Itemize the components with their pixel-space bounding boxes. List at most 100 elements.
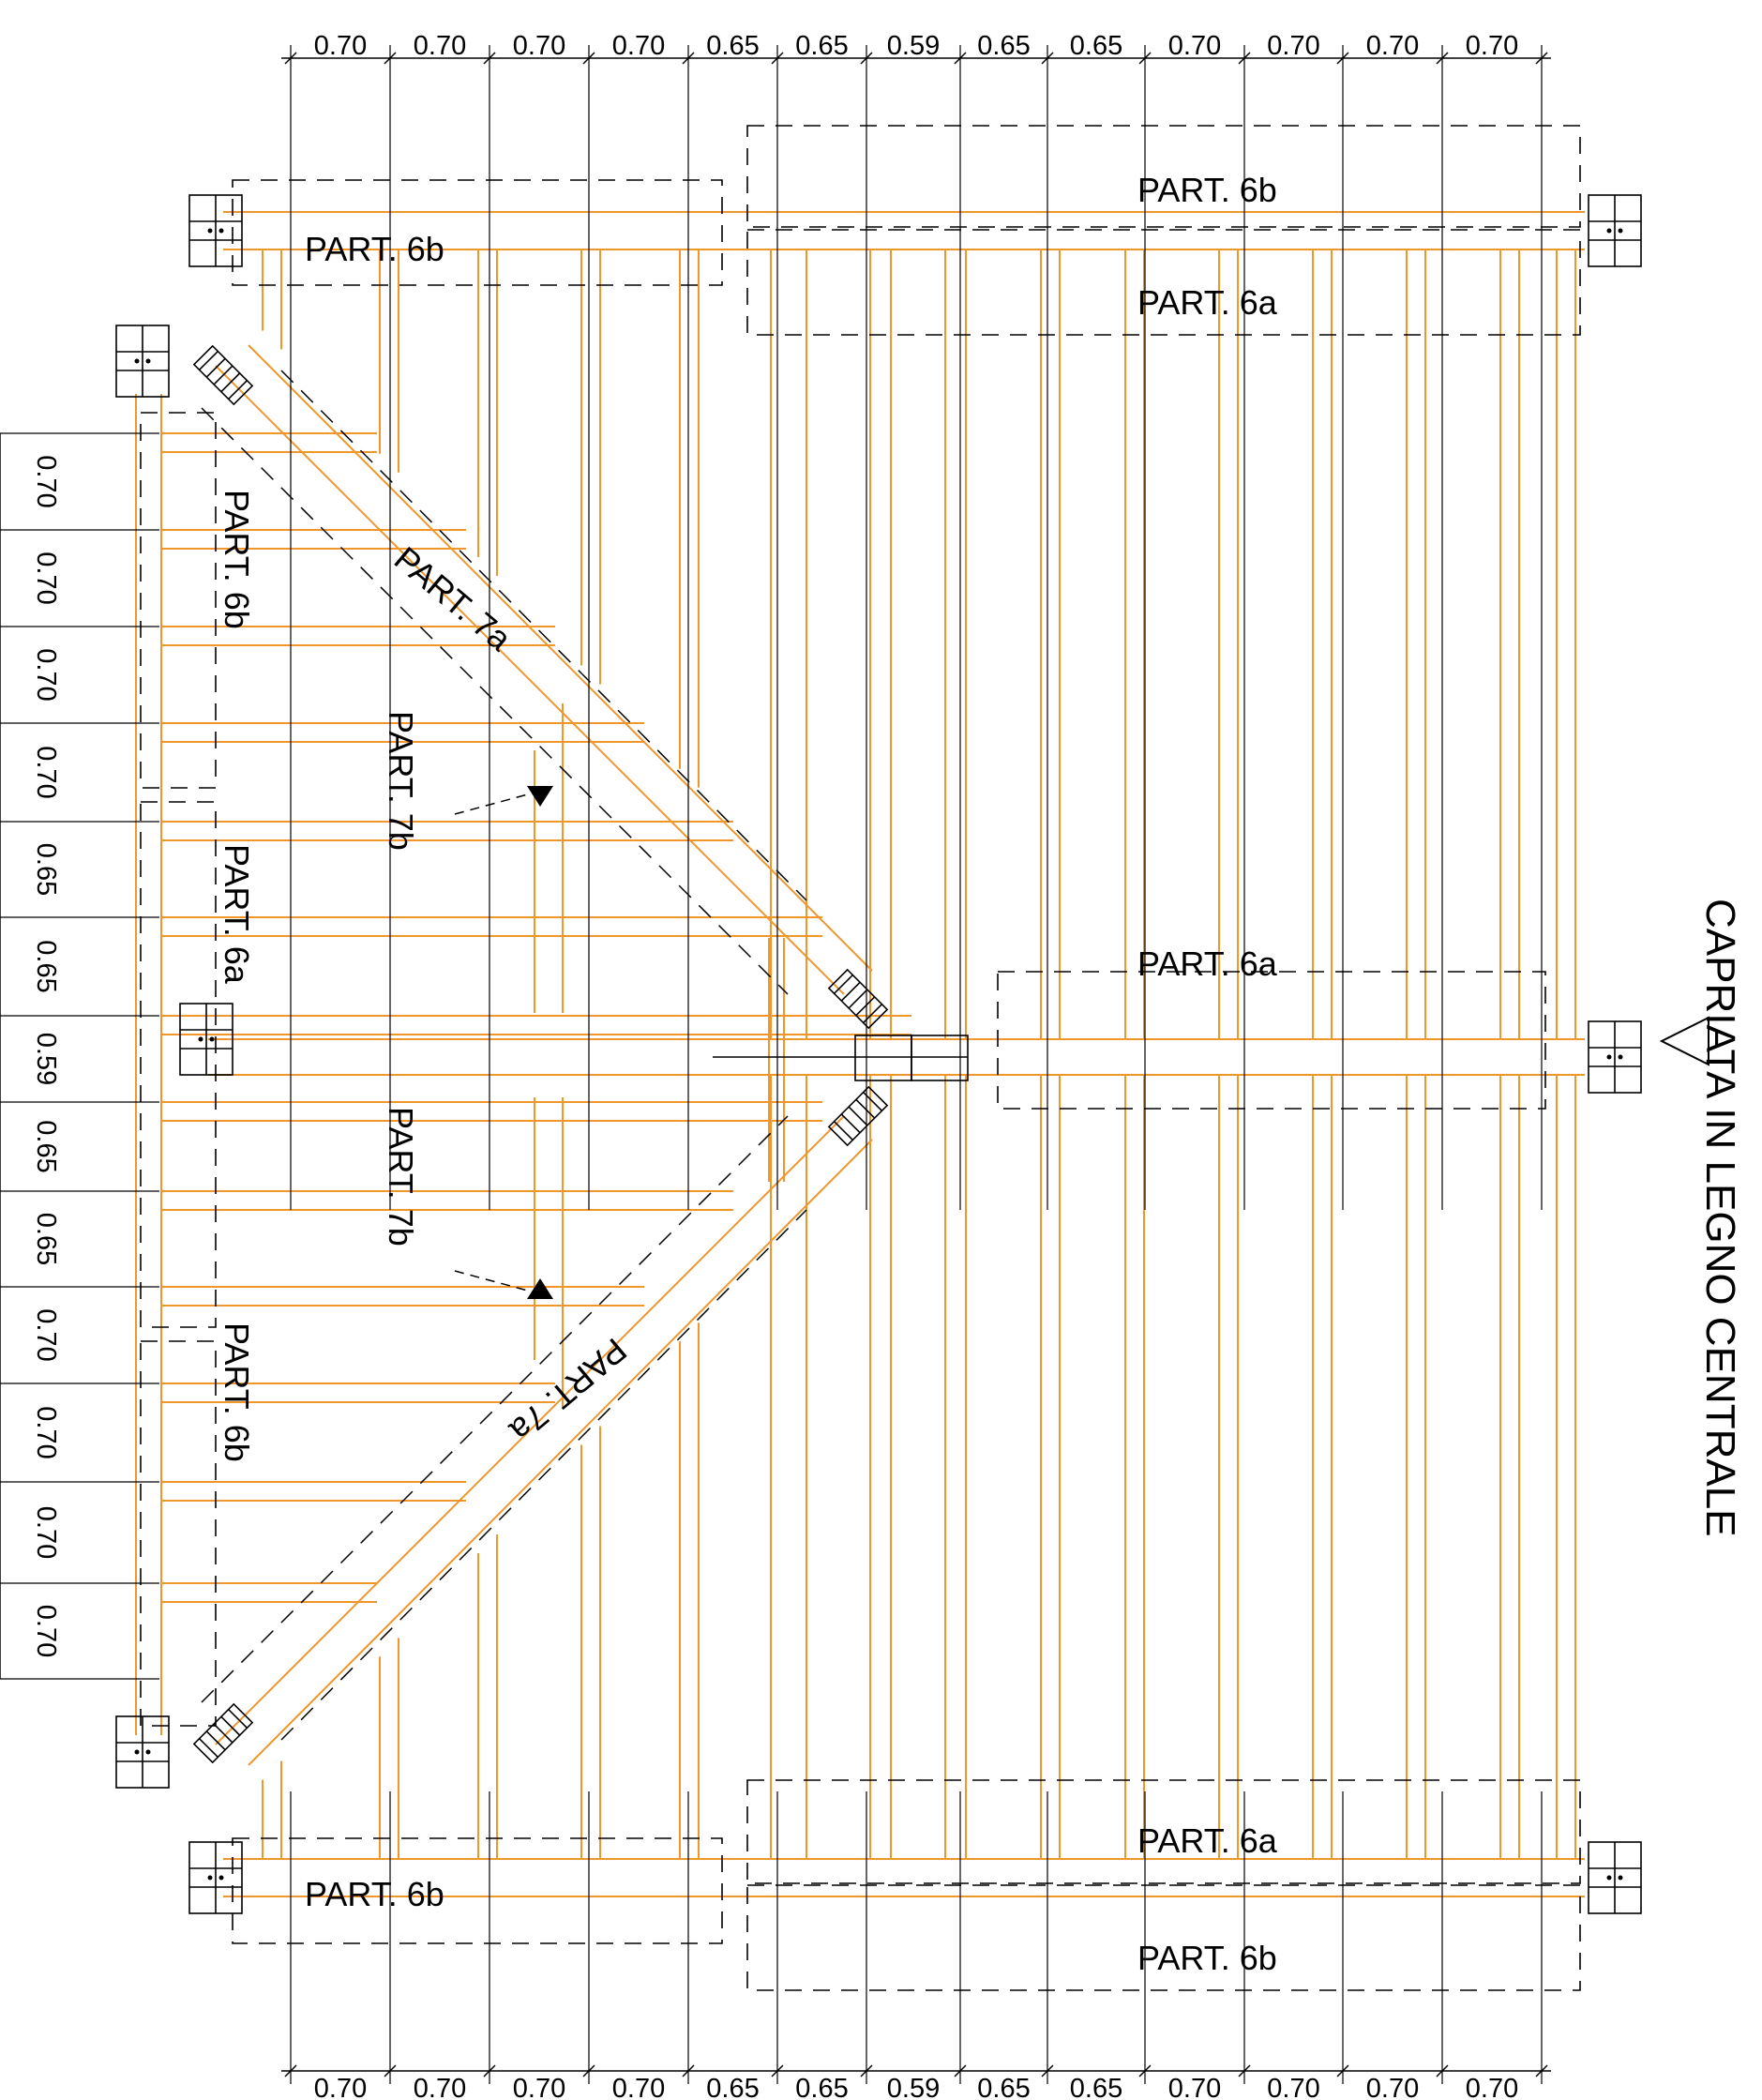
- top-dimension-value: 0.70: [612, 31, 665, 61]
- left-dimension-value: 0.65: [31, 940, 61, 992]
- leader-7b-lower: [454, 1270, 535, 1293]
- zone-part-6a-middle: [997, 971, 1546, 1110]
- left-dimension-value: 0.70: [31, 1605, 61, 1657]
- left-dimension-value: 0.70: [31, 648, 61, 701]
- part-6a-middle-label: PART. 6a: [1137, 944, 1278, 983]
- bottom-dimension-value: 0.65: [795, 2074, 848, 2100]
- part-7b-upper-label: PART. 7b: [382, 711, 420, 851]
- hatch-line: [855, 1098, 876, 1119]
- top-dimension-value: 0.70: [1267, 31, 1319, 61]
- bottom-dimension-tick: [284, 2064, 297, 2077]
- hatch-line: [220, 372, 241, 393]
- ridge-junction-block: [911, 1035, 969, 1081]
- left-dimension-value: 0.59: [31, 1033, 61, 1085]
- hatch-line: [205, 357, 226, 378]
- zone-part-7a-north: [280, 370, 807, 901]
- bolt: [209, 1036, 215, 1042]
- bottom-dimension-value: 0.70: [1267, 2074, 1319, 2100]
- bolt: [1606, 1054, 1612, 1060]
- hatch-line: [840, 1113, 861, 1134]
- hatch-line: [840, 981, 861, 1002]
- top-dimension-value: 0.65: [795, 31, 848, 61]
- hatch-line: [833, 1121, 853, 1141]
- bolt: [207, 228, 213, 234]
- top-dimension-tick: [1238, 52, 1251, 65]
- bottom-dimension-value: 0.65: [977, 2074, 1030, 2100]
- bottom-dimension-tick: [582, 2064, 595, 2077]
- top-dimension-tick: [682, 52, 695, 65]
- bolt: [134, 1749, 140, 1755]
- top-dimension-value: 0.70: [1366, 31, 1419, 61]
- connector-nw: [188, 194, 243, 267]
- hatch-line: [228, 380, 248, 400]
- top-dimension-value: 0.70: [314, 31, 367, 61]
- top-dimension-tick: [483, 52, 496, 65]
- bottom-dimension-value: 0.70: [414, 2074, 466, 2100]
- part-6b-left-lower-label: PART. 6b: [218, 1322, 256, 1462]
- leader-7b-upper: [454, 792, 535, 815]
- part-6a-bottom-label: PART. 6a: [1137, 1821, 1278, 1860]
- top-dimension-value: 0.65: [977, 31, 1030, 61]
- bottom-dimension-value: 0.70: [1366, 2074, 1419, 2100]
- bottom-dimension-tick: [483, 2064, 496, 2077]
- zone-part-6b-left-lower: [140, 1340, 217, 1727]
- top-dimension-tick: [771, 52, 784, 65]
- bolt: [1618, 228, 1623, 234]
- top-dimension-tick: [1041, 52, 1054, 65]
- bottom-dimension-value: 0.65: [706, 2074, 759, 2100]
- top-dimension-tick: [284, 52, 297, 65]
- bottom-dimension-tick: [1138, 2064, 1152, 2077]
- bottom-dimension-value: 0.59: [887, 2074, 940, 2100]
- bottom-dimension-tick: [771, 2064, 784, 2077]
- left-dimension-value: 0.70: [31, 455, 61, 507]
- hatch-line: [213, 365, 233, 385]
- hatch-line: [848, 989, 868, 1009]
- zone-part-6a-left: [140, 801, 217, 1328]
- connector-ridge-east: [1588, 1020, 1642, 1094]
- bottom-dimension-value: 0.70: [612, 2074, 665, 2100]
- bottom-dimension-tick: [1336, 2064, 1349, 2077]
- hatch-line: [855, 996, 876, 1017]
- left-dimension-value: 0.70: [31, 1506, 61, 1559]
- top-dimension-value: 0.70: [513, 31, 565, 61]
- top-dimension-tick: [954, 52, 967, 65]
- detail-zones: [140, 125, 1581, 1991]
- connector-hip-north: [827, 968, 889, 1030]
- bolt: [218, 1875, 224, 1881]
- zone-part-6b-bottom-left: [232, 1837, 723, 1944]
- zone-part-6b-left-upper: [140, 412, 217, 789]
- bolt: [198, 1036, 203, 1042]
- connector-ridge-west: [179, 1003, 233, 1076]
- part-6b-bottom-right-label: PART. 6b: [1137, 1939, 1277, 1977]
- bottom-dimension-value: 0.70: [314, 2074, 367, 2100]
- top-dimension-value: 0.70: [1168, 31, 1221, 61]
- zone-part-6a-top: [746, 229, 1581, 336]
- part-7a-upper-label: PART. 7a: [387, 539, 520, 659]
- zone-part-7a-south: [201, 1115, 789, 1703]
- top-dimension-tick: [1535, 52, 1548, 65]
- bolt: [1606, 228, 1612, 234]
- bolt: [145, 1749, 151, 1755]
- ridge-junction-block: [854, 1035, 912, 1081]
- bottom-dimension-tick: [1041, 2064, 1054, 2077]
- hatch-line: [228, 1708, 248, 1729]
- bottom-dimension-tick: [682, 2064, 695, 2077]
- top-dimension-tick: [860, 52, 873, 65]
- part-6a-left-label: PART. 6a: [218, 844, 256, 985]
- bottom-dimension-value: 0.70: [513, 2074, 565, 2100]
- hatch-line: [205, 1730, 226, 1751]
- hatch-line: [198, 350, 218, 370]
- drawing-title: CAPRIATA IN LEGNO CENTRALE: [1697, 899, 1743, 1537]
- zone-part-6b-top-left: [232, 179, 723, 286]
- part-6a-top-label: PART. 6a: [1137, 283, 1278, 322]
- left-dimension-value: 0.65: [31, 843, 61, 896]
- part-6b-top-right-label: PART. 6b: [1137, 171, 1277, 209]
- top-dimension-tick: [384, 52, 397, 65]
- connector-se: [1588, 1841, 1642, 1914]
- timber-framing: [135, 211, 1585, 1897]
- left-dimension-value: 0.70: [31, 1308, 61, 1361]
- hatch-line: [833, 974, 853, 994]
- bolt: [1618, 1054, 1623, 1060]
- part-7b-lower-label: PART. 7b: [382, 1107, 420, 1246]
